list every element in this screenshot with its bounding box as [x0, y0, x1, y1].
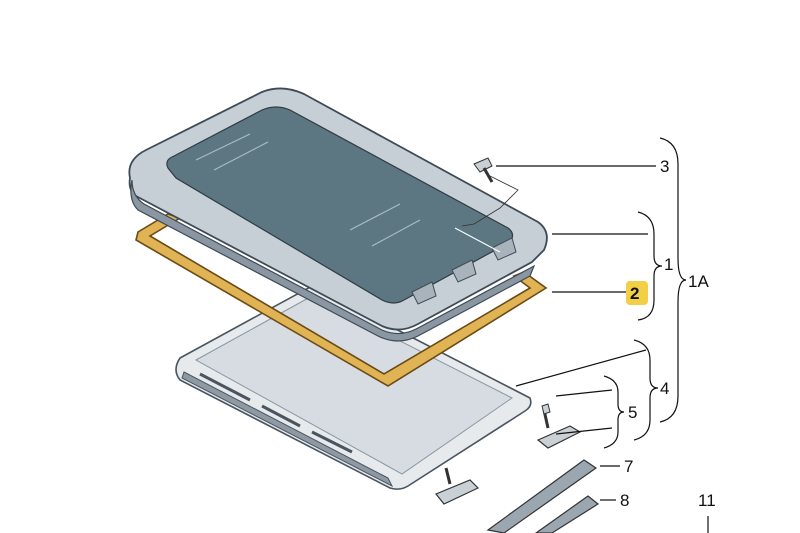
- callout-2: 2: [630, 284, 639, 303]
- callout-4: 4: [660, 379, 669, 398]
- glass-panel: [128, 87, 548, 342]
- callout-1a: 1A: [688, 272, 709, 291]
- sunshade-panel: [175, 285, 532, 490]
- screw-part-3: [461, 157, 519, 227]
- seal-frame-inner: [149, 235, 531, 375]
- guide-rail-part-7: [486, 459, 598, 533]
- leader-lines: [496, 165, 709, 533]
- callout-highlight: [626, 281, 648, 305]
- guide-rail-part-8: [534, 495, 600, 533]
- clip-assembly-part-5: [435, 403, 582, 505]
- callout-1: 1: [664, 255, 673, 274]
- callout-5: 5: [628, 403, 637, 422]
- grouping-braces: [603, 137, 687, 449]
- callout-11: 11: [698, 491, 716, 510]
- callout-3: 3: [660, 157, 669, 176]
- callout-8: 8: [620, 491, 629, 510]
- callout-7: 7: [624, 457, 633, 476]
